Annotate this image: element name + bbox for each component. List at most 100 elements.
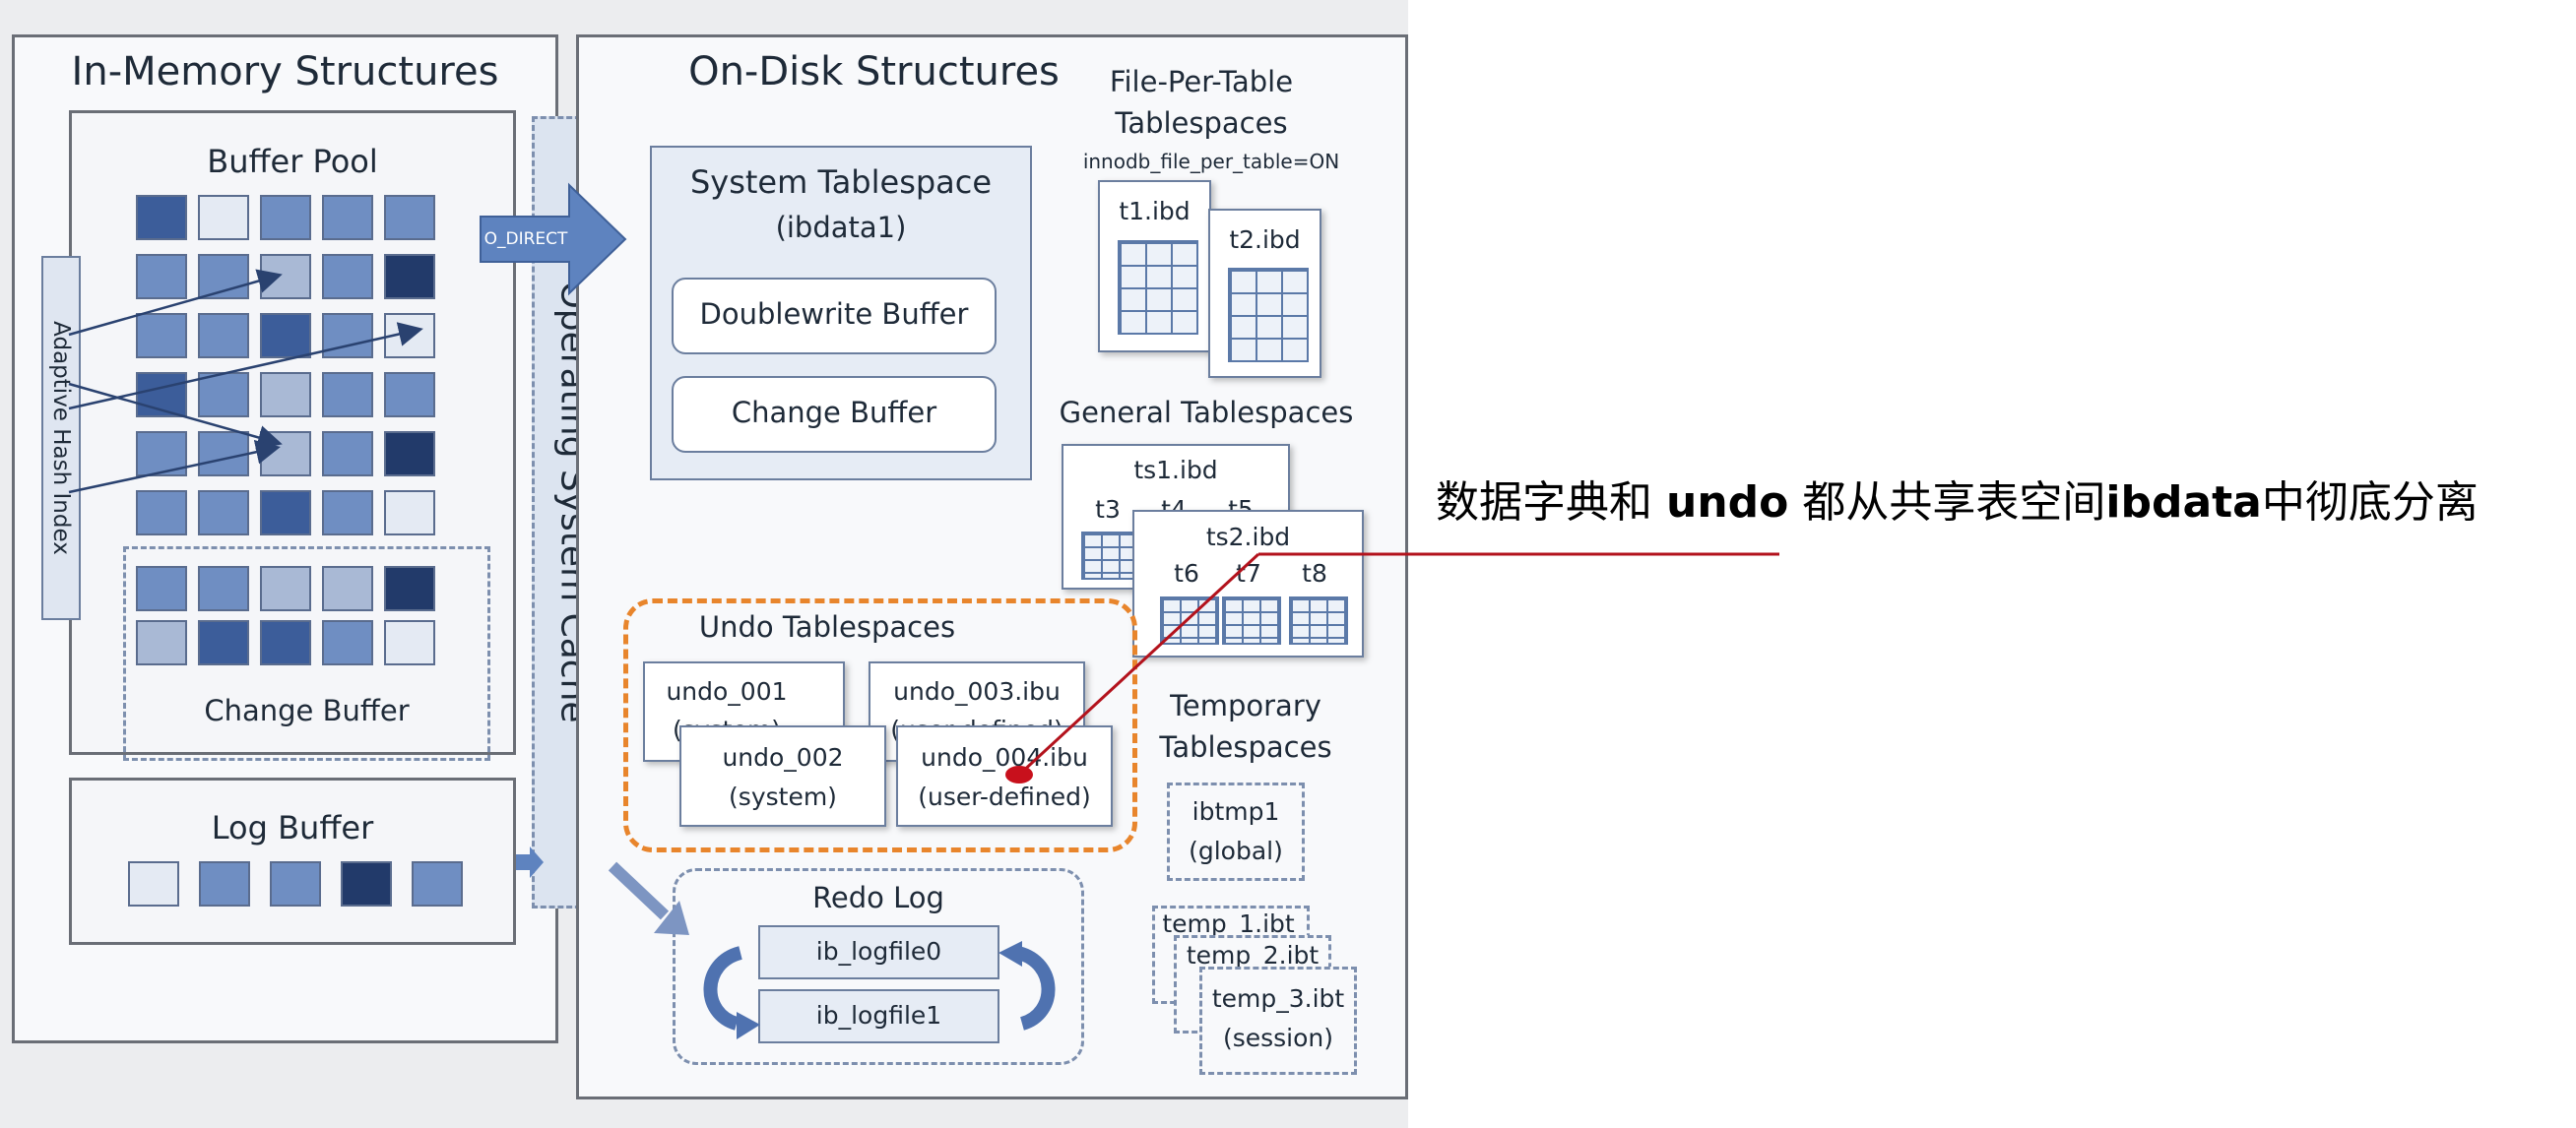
doublewrite-buffer <box>672 278 997 354</box>
t2-ibd-label: t2.ibd <box>1229 225 1301 254</box>
buffer-page <box>260 490 311 535</box>
ibtmp1-label: ibtmp1 <box>1191 797 1280 826</box>
ts2-t8-grid <box>1289 596 1348 645</box>
log-page <box>199 861 250 907</box>
redo-log-region <box>673 868 1084 1065</box>
buffer-page <box>198 490 249 535</box>
annotation-dot <box>1005 766 1033 783</box>
cache-to-redo-arrow <box>608 861 689 935</box>
annotation-part2: 都从共享表空间 <box>1788 477 2106 528</box>
buffer-page <box>384 490 435 535</box>
buffer-page <box>322 620 373 665</box>
buffer-page <box>384 254 435 299</box>
buffer-page <box>384 566 435 611</box>
buffer-page <box>198 313 249 358</box>
ts2-t7-grid <box>1222 596 1281 645</box>
ibtmp1-file <box>1167 783 1305 881</box>
log-page <box>128 861 179 907</box>
buffer-page <box>322 372 373 417</box>
ts1-t3-grid <box>1081 532 1140 580</box>
redo-arrowhead-right <box>998 941 1022 967</box>
buffer-page <box>136 195 187 240</box>
buffer-page <box>384 195 435 240</box>
temp-2-label: temp_2.ibt <box>1186 941 1320 970</box>
change-buffer-region <box>123 546 490 761</box>
ts1-ibd-label: ts1.ibd <box>1133 456 1218 484</box>
undo-004-file <box>896 725 1113 827</box>
undo-002-label: undo_002 <box>722 743 844 772</box>
disk-change-buffer <box>672 376 997 453</box>
o-direct-label: O_DIRECT <box>483 229 568 249</box>
general-tablespaces-title: General Tablespaces <box>1059 396 1354 429</box>
annotation-pointer-line <box>1017 552 1260 777</box>
file-per-table-setting: innodb_file_per_table=ON <box>1082 150 1340 173</box>
undo-001-label: undo_001 <box>666 677 788 706</box>
hash-index-pointers <box>68 269 423 494</box>
diagram-arrows <box>68 182 1056 1039</box>
undo-tablespaces-title: Undo Tablespaces <box>698 610 956 644</box>
o-direct-arrow <box>480 182 627 296</box>
undo-002-file <box>679 725 886 827</box>
log-to-cache-arrow <box>516 846 544 878</box>
buffer-page <box>322 490 373 535</box>
annotation-part3: 中彻底分离 <box>2261 477 2479 528</box>
memory-change-buffer-label: Change Buffer <box>204 694 410 727</box>
redo-rotation-arrows <box>703 946 1056 1031</box>
ibtmp1-sub: (global) <box>1189 837 1283 865</box>
log-page <box>341 861 392 907</box>
undo-004-sub: (user-defined) <box>918 783 1091 811</box>
annotation-part1: 数据字典和 <box>1436 477 1666 528</box>
temp-1-label: temp_1.ibt <box>1162 909 1295 938</box>
file-per-table-title-2: Tablespaces <box>1115 106 1288 140</box>
on-disk-title: On-Disk Structures <box>688 49 1060 94</box>
ib-logfile1-label: ib_logfile1 <box>815 1001 942 1030</box>
undo-003-label: undo_003.ibu <box>893 677 1061 706</box>
temp-3-file <box>1199 967 1357 1075</box>
buffer-page <box>260 372 311 417</box>
ts2-table-t8: t8 <box>1302 559 1327 588</box>
t2-table-grid <box>1228 268 1309 362</box>
annotation-bold-undo: undo <box>1666 477 1789 528</box>
buffer-page <box>136 566 187 611</box>
ts2-table-t6: t6 <box>1174 559 1199 588</box>
undo-tablespaces-region <box>623 598 1137 852</box>
redo-log-title: Redo Log <box>812 881 944 914</box>
temporary-title-1: Temporary <box>1170 689 1321 722</box>
buffer-page <box>260 566 311 611</box>
annotation-text: 数据字典和 undo 都从共享表空间ibdata中彻底分离 <box>1436 467 2479 530</box>
annotation-bold-ibdata: ibdata <box>2105 477 2262 528</box>
buffer-page <box>198 372 249 417</box>
buffer-page <box>198 620 249 665</box>
temp-3-sub: (session) <box>1222 1024 1334 1052</box>
buffer-page <box>198 566 249 611</box>
t1-ibd-label: t1.ibd <box>1119 197 1191 225</box>
buffer-page <box>198 195 249 240</box>
temp-3-label: temp_3.ibt <box>1211 984 1345 1013</box>
buffer-page <box>260 620 311 665</box>
buffer-page <box>322 566 373 611</box>
buffer-page <box>136 313 187 358</box>
buffer-pool-label: Buffer Pool <box>207 143 378 180</box>
buffer-page <box>136 490 187 535</box>
ib-logfile1 <box>758 989 999 1043</box>
redo-arrowhead-left <box>737 1012 760 1039</box>
temporary-title-2: Tablespaces <box>1159 730 1332 764</box>
buffer-page <box>384 431 435 476</box>
system-tablespace-title: System Tablespace <box>689 163 993 201</box>
adaptive-hash-index-bar <box>41 256 81 620</box>
buffer-page <box>322 431 373 476</box>
in-memory-title: In-Memory Structures <box>71 49 499 94</box>
system-tablespace-subtitle: (ibdata1) <box>775 211 907 244</box>
buffer-page <box>260 313 311 358</box>
doublewrite-buffer-label: Doublewrite Buffer <box>699 297 969 331</box>
ts1-table-t3: t3 <box>1095 495 1121 524</box>
buffer-page <box>260 195 311 240</box>
buffer-page <box>384 372 435 417</box>
buffer-page <box>322 195 373 240</box>
buffer-page <box>384 620 435 665</box>
t1-table-grid <box>1118 240 1198 335</box>
log-buffer-label: Log Buffer <box>211 809 374 846</box>
undo-002-sub: (system) <box>729 783 837 811</box>
ib-logfile0 <box>758 925 999 979</box>
